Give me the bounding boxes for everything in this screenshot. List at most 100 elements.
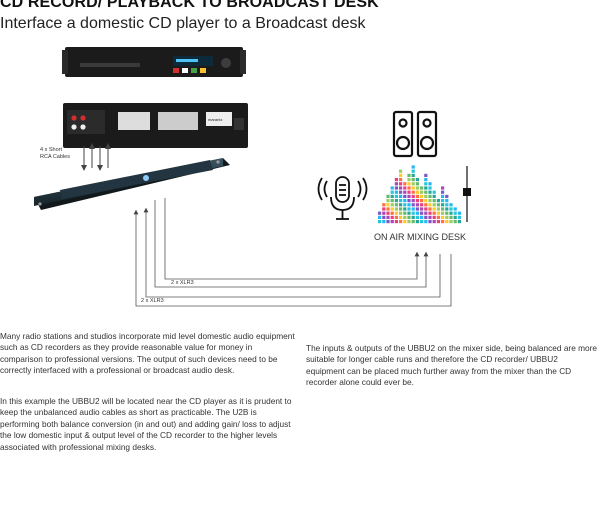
- equalizer-dot: [432, 190, 436, 194]
- equalizer-dot: [457, 215, 461, 219]
- equalizer-dot: [441, 215, 445, 219]
- equalizer-dot: [382, 215, 386, 219]
- mixing-desk-label: ON AIR MIXING DESK: [374, 232, 466, 242]
- equalizer-dot: [449, 220, 453, 224]
- equalizer-dot: [441, 199, 445, 203]
- equalizer-dot: [378, 220, 382, 224]
- equalizer-dot: [441, 207, 445, 211]
- equalizer-dot: [420, 220, 424, 224]
- equalizer-dot: [445, 207, 449, 211]
- equalizer-dot: [432, 203, 436, 207]
- equalizer-dot: [407, 207, 411, 211]
- equalizer-dot: [386, 203, 390, 207]
- equalizer-dot: [390, 190, 394, 194]
- equalizer-dot: [390, 203, 394, 207]
- equalizer-dot: [441, 186, 445, 190]
- equalizer-dot: [432, 211, 436, 215]
- equalizer-dot: [390, 194, 394, 198]
- equalizer-dot: [390, 186, 394, 190]
- xlr-label-2: 2 x XLR3: [141, 298, 164, 304]
- equalizer-dot: [407, 194, 411, 198]
- page-title: CD RECORD/ PLAYBACK TO BROADCAST DESK: [0, 0, 379, 11]
- equalizer-dot: [399, 182, 403, 186]
- equalizer-dot: [424, 186, 428, 190]
- equalizer-dot: [399, 194, 403, 198]
- equalizer-dot: [399, 178, 403, 182]
- equalizer-dot: [415, 182, 419, 186]
- equalizer-dot: [441, 203, 445, 207]
- equalizer-dot: [411, 169, 415, 173]
- equalizer-dot: [420, 186, 424, 190]
- equalizer-dot: [411, 182, 415, 186]
- equalizer-dot: [403, 220, 407, 224]
- equalizer-dot: [420, 203, 424, 207]
- page-subtitle: Interface a domestic CD player to a Broa…: [0, 15, 366, 32]
- equalizer-dot: [394, 186, 398, 190]
- brand-text: marantz: [208, 117, 222, 122]
- equalizer-dot: [407, 203, 411, 207]
- equalizer-dot: [436, 215, 440, 219]
- equalizer-dot: [399, 203, 403, 207]
- equalizer-dot: [411, 215, 415, 219]
- equalizer-dot: [386, 215, 390, 219]
- equalizer-dot: [441, 194, 445, 198]
- equalizer-dot: [411, 199, 415, 203]
- equalizer-dot: [403, 182, 407, 186]
- fader-icon: [463, 166, 471, 222]
- equalizer-dot: [403, 215, 407, 219]
- equalizer-dot: [403, 207, 407, 211]
- equalizer-dot: [394, 190, 398, 194]
- equalizer-dot: [428, 199, 432, 203]
- equalizer-dot: [428, 190, 432, 194]
- equalizer-dot: [394, 182, 398, 186]
- equalizer-dot: [407, 186, 411, 190]
- equalizer-dot: [445, 203, 449, 207]
- equalizer-dot: [432, 207, 436, 211]
- equalizer-dot: [424, 220, 428, 224]
- equalizer-dot: [428, 186, 432, 190]
- equalizer-dot: [411, 165, 415, 169]
- equalizer-dot: [445, 199, 449, 203]
- equalizer-dot: [428, 220, 432, 224]
- equalizer-dot: [424, 207, 428, 211]
- equalizer-dot: [411, 178, 415, 182]
- equalizer-dot: [394, 220, 398, 224]
- equalizer-dot: [445, 215, 449, 219]
- equalizer-dot: [449, 215, 453, 219]
- equalizer-dot: [424, 182, 428, 186]
- equalizer-dot: [386, 207, 390, 211]
- xlr-cables: [133, 198, 452, 307]
- equalizer-icon: [378, 165, 461, 224]
- equalizer-dot: [394, 194, 398, 198]
- equalizer-dot: [411, 203, 415, 207]
- equalizer-dot: [428, 182, 432, 186]
- equalizer-dot: [390, 211, 394, 215]
- equalizer-dot: [428, 211, 432, 215]
- equalizer-dot: [399, 207, 403, 211]
- equalizer-dot: [399, 215, 403, 219]
- equalizer-dot: [411, 190, 415, 194]
- equalizer-dot: [436, 220, 440, 224]
- microphone-icon: [317, 176, 368, 220]
- equalizer-dot: [403, 203, 407, 207]
- equalizer-dot: [415, 211, 419, 215]
- equalizer-dot: [415, 215, 419, 219]
- equalizer-dot: [424, 199, 428, 203]
- equalizer-dot: [445, 220, 449, 224]
- equalizer-dot: [403, 199, 407, 203]
- equalizer-dot: [424, 178, 428, 182]
- equalizer-dot: [382, 211, 386, 215]
- equalizer-dot: [378, 215, 382, 219]
- equalizer-dot: [403, 194, 407, 198]
- equalizer-dot: [415, 194, 419, 198]
- equalizer-dot: [407, 173, 411, 177]
- equalizer-dot: [407, 182, 411, 186]
- equalizer-dot: [436, 199, 440, 203]
- equalizer-dot: [424, 173, 428, 177]
- equalizer-dot: [411, 211, 415, 215]
- equalizer-dot: [407, 215, 411, 219]
- equalizer-dot: [436, 211, 440, 215]
- xlr-label-1: 2 x XLR3: [171, 280, 194, 286]
- equalizer-dot: [411, 173, 415, 177]
- equalizer-dot: [432, 199, 436, 203]
